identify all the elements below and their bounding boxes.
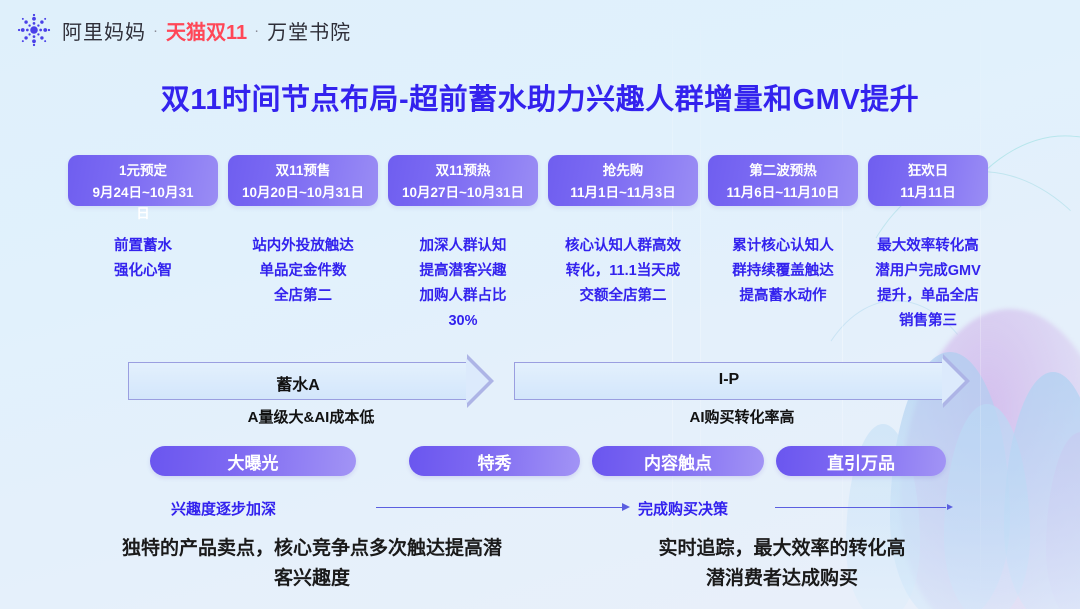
phase-arrow-1-sub: A量级大&AI成本低 <box>247 409 375 426</box>
timeline-column-1: 1元预定 9月24日~10月31 日 前置蓄水 强化心智 <box>68 155 218 334</box>
phase-chip-3[interactable]: 双11预热 10月27日~10月31日 <box>388 155 538 206</box>
tmall-double11-label: 天猫双11 <box>166 21 248 44</box>
timeline-column-6: 狂欢日 11月11日 最大效率转化高 潜用户完成GMV 提升，单品全店 销售第三 <box>868 155 988 334</box>
phase-chip-title: 狂欢日 <box>907 163 949 178</box>
brand-separator-1: · <box>153 21 159 39</box>
stage-caption-1: 兴趣度逐步加深 <box>171 501 277 518</box>
stage-caption-row: 兴趣度逐步加深 完成购买决策 <box>0 495 1080 521</box>
product-pill-row: 大曝光 特秀 内容触点 直引万品 <box>0 446 1080 478</box>
phase-chip-title: 1元预定 <box>118 163 167 178</box>
product-pill-3[interactable]: 内容触点 <box>592 446 764 476</box>
academy-label: 万堂书院 <box>267 21 352 44</box>
brand-text-group: 阿里妈妈 · 天猫双11 · 万堂书院 <box>62 16 351 45</box>
phase-chip-title: 双11预售 <box>275 163 331 178</box>
phase-chip-4[interactable]: 抢先购 11月1日~11月3日 <box>548 155 698 206</box>
phase-arrow-2-sub: AI购买转化率高 <box>689 409 795 426</box>
stage-caption-2: 完成购买决策 <box>638 501 729 518</box>
phase-chip-dates: 11月11日 <box>900 185 956 200</box>
phase-desc-3: 加深人群认知 提高潜客兴趣 加购人群占比 30% <box>419 238 507 329</box>
phase-arrow-band: 蓄水A A量级大&AI成本低 I-P AI购买转化率高 <box>0 354 1080 432</box>
timeline-column-2: 双11预售 10月20日~10月31日 站内外投放触达 单品定金件数 全店第二 <box>228 155 378 334</box>
header-bar: 阿里妈妈 · 天猫双11 · 万堂书院 <box>0 0 1080 62</box>
phase-desc-4: 核心认知人群高效 转化，11.1当天成 交额全店第二 <box>565 238 681 304</box>
brand-separator-2: · <box>254 21 261 39</box>
phase-desc-5: 累计核心认知人 群持续覆盖触达 提高蓄水动作 <box>732 238 834 304</box>
stage-connector-arrow-2 <box>775 503 953 513</box>
stage-connector-arrow-1 <box>376 503 630 513</box>
phase-chip-title: 抢先购 <box>602 163 644 178</box>
phase-chip-title: 双11预热 <box>435 163 491 178</box>
phase-chip-5[interactable]: 第二波预热 11月6日~11月10日 <box>708 155 858 206</box>
footer-takeaway-2: 实时追踪，最大效率的转化高 潜消费者达成购买 <box>658 538 906 589</box>
phase-chip-dates: 10月27日~10月31日 <box>402 185 524 200</box>
phase-arrow-1: 蓄水A <box>128 354 494 408</box>
timeline-columns: 1元预定 9月24日~10月31 日 前置蓄水 强化心智 双11预售 10月20… <box>68 155 1018 334</box>
phase-arrow-1-label: 蓄水A <box>276 377 320 394</box>
timeline-column-5: 第二波预热 11月6日~11月10日 累计核心认知人 群持续覆盖触达 提高蓄水动… <box>708 155 858 334</box>
phase-arrow-2-head <box>942 354 970 408</box>
phase-chip-title: 第二波预热 <box>749 163 817 178</box>
phase-arrow-1-head <box>466 354 494 408</box>
phase-desc-6: 最大效率转化高 潜用户完成GMV 提升，单品全店 销售第三 <box>875 238 981 329</box>
brand-lockup: 阿里妈妈 · 天猫双11 · 万堂书院 <box>16 12 351 48</box>
timeline-column-3: 双11预热 10月27日~10月31日 加深人群认知 提高潜客兴趣 加购人群占比… <box>388 155 538 334</box>
phase-arrow-2-label: I-P <box>718 371 740 388</box>
phase-chip-6[interactable]: 狂欢日 11月11日 <box>868 155 988 206</box>
alimama-starburst-icon <box>16 12 52 48</box>
page-title: 双11时间节点布局-超前蓄水助力兴趣人群增量和GMV提升 <box>160 84 920 116</box>
phase-chip-dates: 11月6日~11月10日 <box>726 185 840 200</box>
phase-desc-2: 站内外投放触达 单品定金件数 全店第二 <box>252 238 354 304</box>
phase-chip-dates: 10月20日~10月31日 <box>242 185 364 200</box>
footer-takeaway-1: 独特的产品卖点，核心竞争点多次触达提高潜 客兴趣度 <box>121 538 502 589</box>
phase-arrow-2-body <box>514 362 944 400</box>
phase-chip-dates: 11月1日~11月3日 <box>570 185 676 200</box>
phase-desc-1: 前置蓄水 强化心智 <box>114 238 172 279</box>
product-pill-2[interactable]: 特秀 <box>409 446 580 476</box>
phase-arrow-2: I-P <box>514 354 970 408</box>
phase-chip-2[interactable]: 双11预售 10月20日~10月31日 <box>228 155 378 206</box>
phase-chip-overflow-1: 日 <box>136 206 150 221</box>
phase-chip-1[interactable]: 1元预定 9月24日~10月31 <box>68 155 218 206</box>
brand-name: 阿里妈妈 <box>62 21 146 44</box>
timeline-column-4: 抢先购 11月1日~11月3日 核心认知人群高效 转化，11.1当天成 交额全店… <box>548 155 698 334</box>
product-pill-1[interactable]: 大曝光 <box>150 446 356 476</box>
phase-chip-dates: 9月24日~10月31 <box>92 185 194 200</box>
product-pill-4[interactable]: 直引万品 <box>776 446 946 476</box>
